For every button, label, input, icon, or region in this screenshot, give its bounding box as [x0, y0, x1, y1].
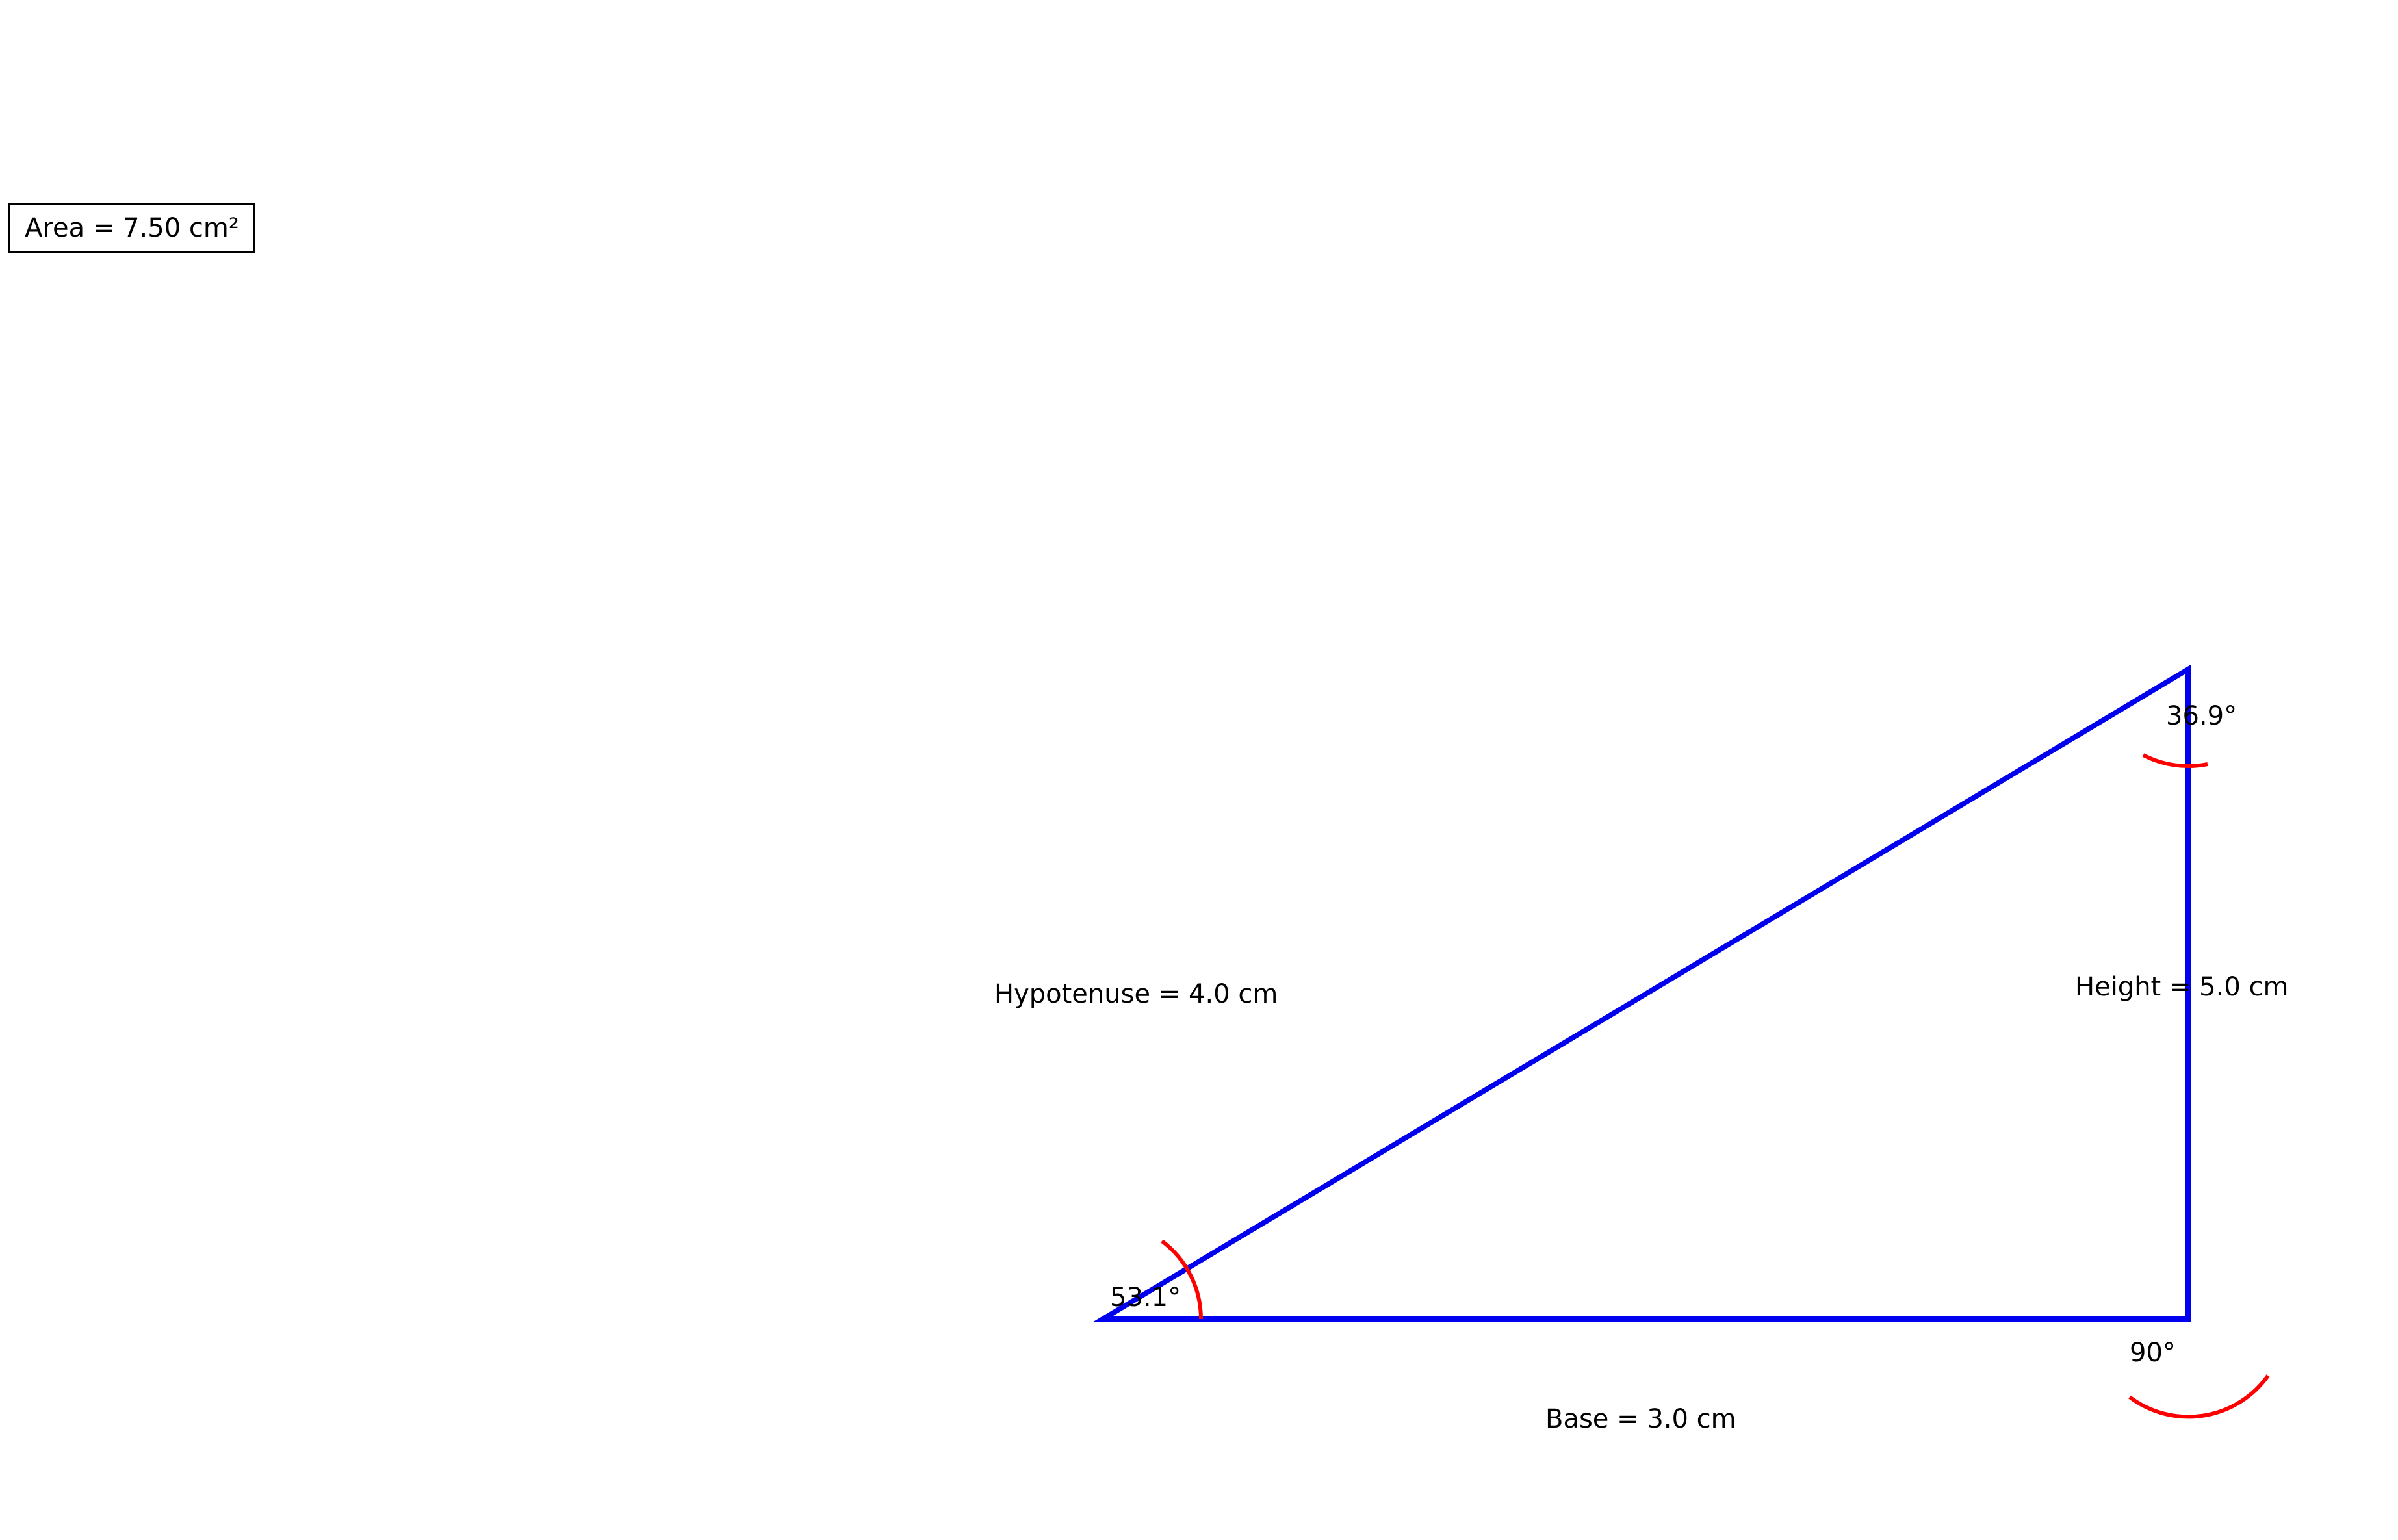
angle-left-label: 53.1°: [1110, 1283, 1181, 1313]
hypotenuse-label: Hypotenuse = 4.0 cm: [994, 979, 1278, 1009]
angle-right-label: 90°: [2130, 1338, 2176, 1368]
angle-arc-right: [2128, 1374, 2270, 1419]
area-label: Area = 7.50 cm²: [8, 203, 255, 253]
base-label: Base = 3.0 cm: [1545, 1404, 1736, 1434]
angle-top-label: 36.9°: [2166, 701, 2237, 731]
angle-arc-top: [2142, 753, 2208, 768]
angle-arc-left: [1161, 1239, 1203, 1320]
triangle: [1093, 664, 2191, 1322]
height-label: Height = 5.0 cm: [2075, 972, 2288, 1002]
